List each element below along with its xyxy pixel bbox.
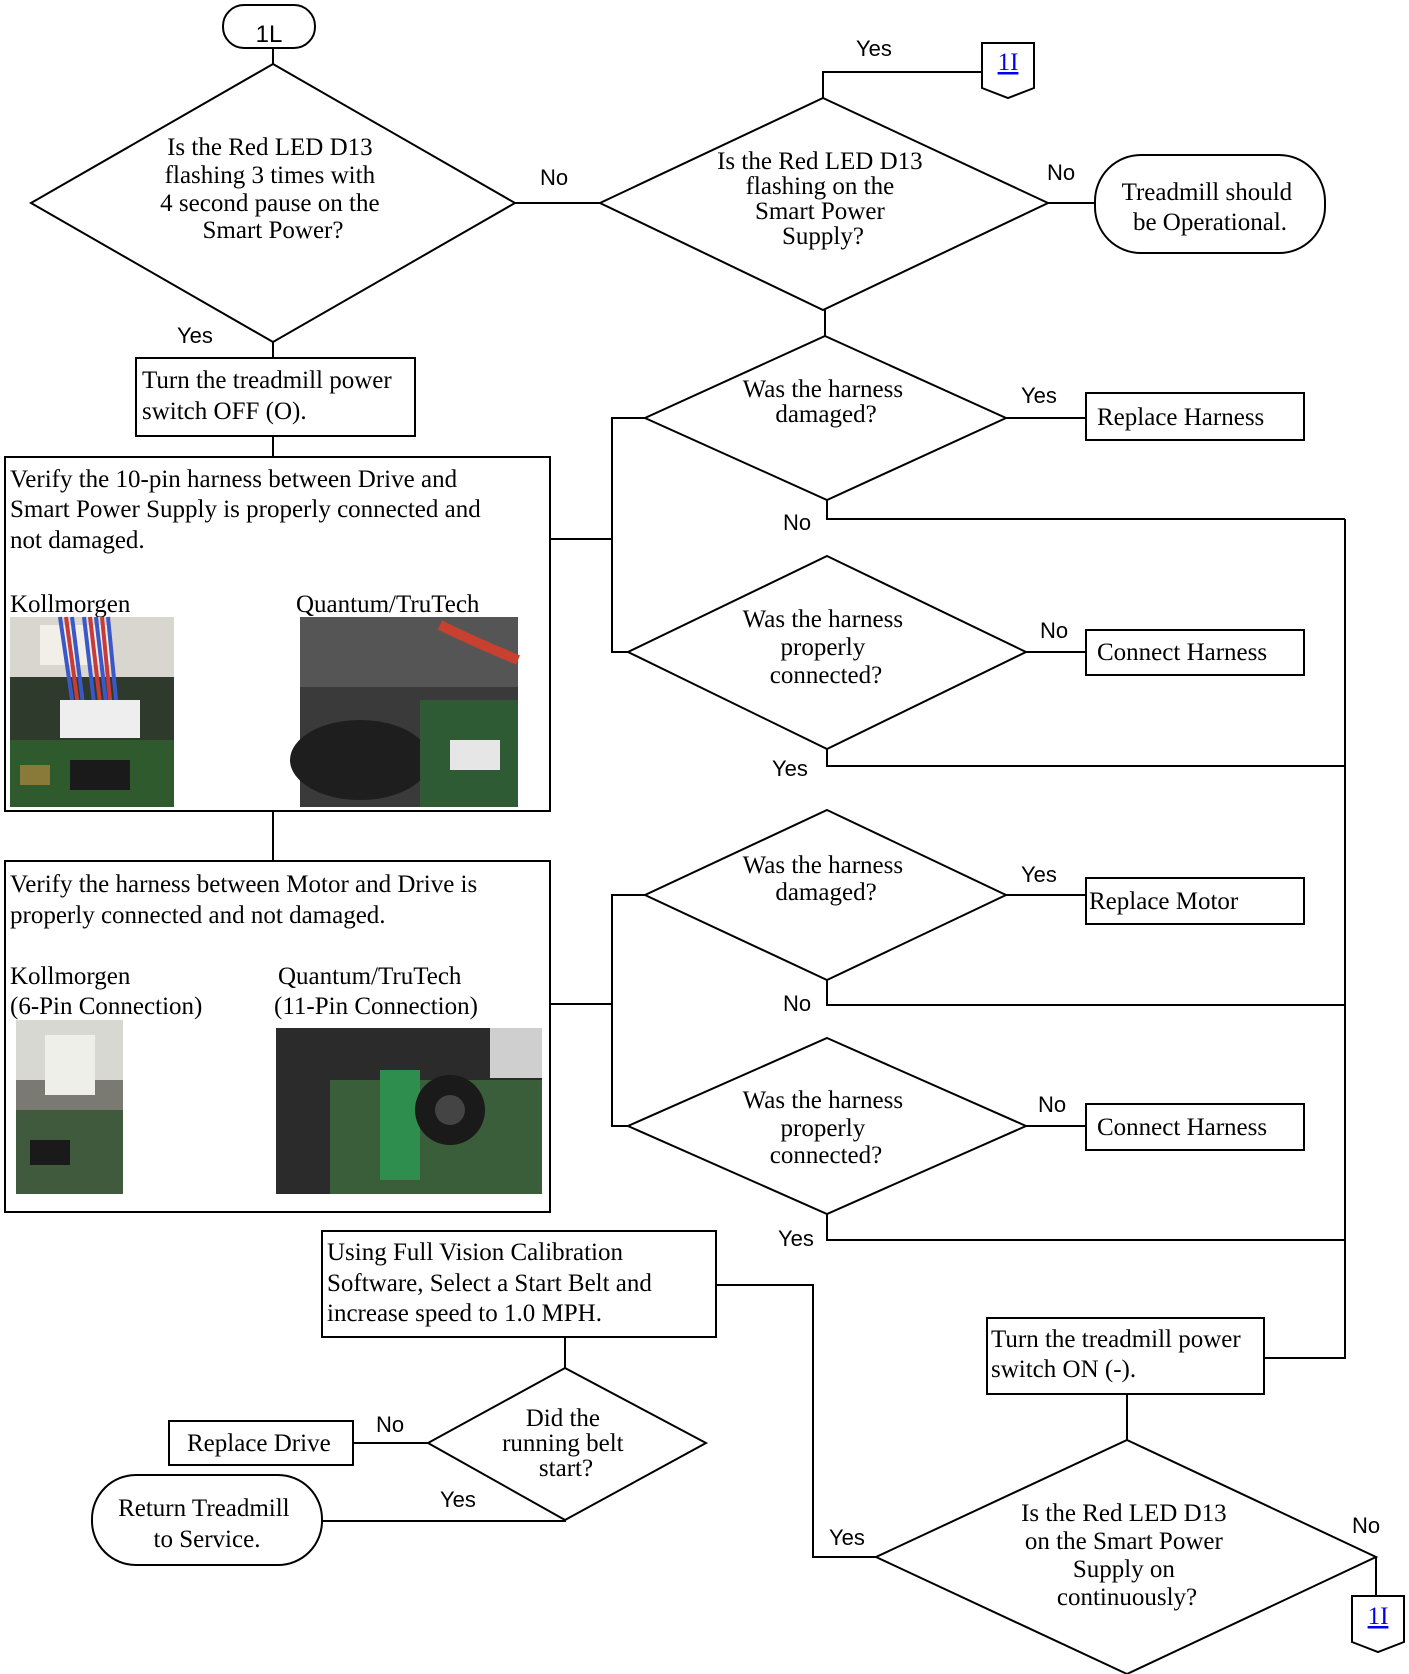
svg-text:Is the Red LED D13 flash: Is the Red LED D13 flashing on the Smart… [717, 148, 929, 250]
process-verify-motor-harness: Verify the harness between Motor and Dri… [4, 860, 551, 1213]
svg-text:Quantum/TruTech (11-Pin: Quantum/TruTech (11-Pin Connection) [274, 963, 478, 1020]
terminal-return-to-service: Return Treadmill to Service. [91, 1474, 323, 1566]
svg-text:Connect Harness: Connect Harness [1097, 1114, 1267, 1141]
svg-text:Was the harness damaged?: Was the harness damaged? [743, 376, 910, 428]
edge-label-d4-yes: Yes [772, 756, 808, 781]
svg-text:Treadmill should be Oper: Treadmill should be Operational. [1122, 179, 1299, 236]
decision-red-led-flashing-3-times: Is the Red LED D13 flashing 3 times with… [28, 62, 518, 344]
svg-text:Replace Harness: Replace Harness [1097, 404, 1264, 431]
offpage-connector-top[interactable]: 1I [981, 42, 1035, 100]
edge-label-d1-yes: Yes [177, 323, 213, 348]
decision-running-belt-start: Did the running belt start? [425, 1366, 709, 1522]
offpage-link-top: 1I [998, 49, 1019, 76]
edge-label-d5-yes: Yes [1021, 862, 1057, 887]
decision-red-led-continuous: Is the Red LED D13 on the Smart Power Su… [873, 1438, 1379, 1674]
svg-text:Turn the treadmill power: Turn the treadmill power switch ON (-). [991, 1326, 1247, 1383]
process-turn-power-on: Turn the treadmill power switch ON (-). [986, 1317, 1265, 1395]
process-verify-10pin-harness: Verify the 10-pin harness between Drive … [4, 456, 551, 812]
flow-lines [272, 48, 1377, 1605]
photo-quantum-trutech-11pin [276, 1028, 542, 1194]
start-label: 1L [256, 21, 283, 48]
decision-harness-connected-1: Was the harness properly connected? [625, 554, 1029, 751]
svg-text:Did the running belt: Did the running belt start? [502, 1405, 630, 1482]
process-replace-drive: Replace Drive [168, 1420, 354, 1466]
svg-text:Replace Drive: Replace Drive [187, 1430, 331, 1457]
edge-label-d6-yes: Yes [778, 1226, 814, 1251]
start-terminal: 1L [222, 4, 316, 49]
svg-text:Return Treadmill to Serv: Return Treadmill to Service. [118, 1495, 296, 1553]
decision-harness-damaged-2: Was the harness damaged? [642, 808, 1009, 982]
edge-label-d3-yes: Yes [1021, 383, 1057, 408]
edge-label-d1-no: No [540, 165, 568, 190]
svg-text:Connect Harness: Connect Harness [1097, 639, 1267, 666]
edge-label-d7-yes: Yes [440, 1487, 476, 1512]
decision-harness-damaged-1: Was the harness damaged? [642, 334, 1009, 502]
edge-label-d3-no: No [783, 510, 811, 535]
edge-label-d2-no: No [1047, 160, 1075, 185]
process-calibration-start-belt: Using Full Vision Calibration Software, … [321, 1230, 717, 1338]
edge-label-d4-no: No [1040, 618, 1068, 643]
photo-quantum-trutech-10pin [290, 617, 520, 807]
svg-text:Using Full Vision Calibration: Using Full Vision Calibration Software, … [327, 1239, 658, 1327]
edge-label-d2-yes: Yes [856, 36, 892, 61]
terminal-operational: Treadmill should be Operational. [1094, 154, 1326, 254]
svg-text:Is the Red LED D13 flash: Is the Red LED D13 flashing 3 times with… [160, 134, 386, 244]
svg-text:Was the harness damaged?: Was the harness damaged? [743, 852, 910, 906]
svg-text:Replace Motor: Replace Motor [1089, 888, 1239, 915]
kollmorgen-label: Kollmorgen [10, 591, 131, 618]
offpage-connector-bottom[interactable]: 1I [1351, 1595, 1405, 1654]
photo-kollmorgen-10pin [10, 616, 174, 807]
edge-label-d8-yes: Yes [829, 1525, 865, 1550]
offpage-link-bottom: 1I [1368, 1603, 1389, 1630]
svg-text:Was the harness properly: Was the harness properly connected? [743, 606, 910, 689]
svg-text:Kollmorgen (6-Pin Connec: Kollmorgen (6-Pin Connection) [10, 963, 202, 1020]
svg-text:Turn the treadmill power: Turn the treadmill power switch OFF (O). [142, 367, 398, 425]
svg-text:Is the Red LED D13 on th: Is the Red LED D13 on the Smart Power Su… [1021, 1500, 1233, 1611]
decision-harness-connected-2: Was the harness properly connected? [625, 1036, 1029, 1216]
process-replace-harness: Replace Harness [1085, 392, 1305, 441]
edge-labels: No Yes Yes No Yes No No Yes Yes No No Ye… [177, 36, 1380, 1550]
edge-label-d6-no: No [1038, 1092, 1066, 1117]
edge-label-d8-no: No [1352, 1513, 1380, 1538]
process-connect-harness-2: Connect Harness [1085, 1103, 1305, 1151]
svg-text:Verify the harness between Mot: Verify the harness between Motor and Dri… [10, 871, 483, 929]
edge-label-d7-no: No [376, 1412, 404, 1437]
process-replace-motor: Replace Motor [1085, 877, 1305, 925]
svg-text:Verify the 10-pin harness betw: Verify the 10-pin harness between Drive … [10, 466, 487, 554]
decision-red-led-flashing-on-supply: Is the Red LED D13 flashing on the Smart… [597, 96, 1051, 312]
edge-label-d5-no: No [783, 991, 811, 1016]
process-turn-power-off: Turn the treadmill power switch OFF (O). [135, 357, 416, 437]
photo-kollmorgen-6pin [16, 1020, 123, 1194]
process-connect-harness-1: Connect Harness [1085, 629, 1305, 676]
quantum-trutech-label: Quantum/TruTech [296, 591, 480, 618]
svg-text:Was the harness properly: Was the harness properly connected? [743, 1087, 910, 1169]
